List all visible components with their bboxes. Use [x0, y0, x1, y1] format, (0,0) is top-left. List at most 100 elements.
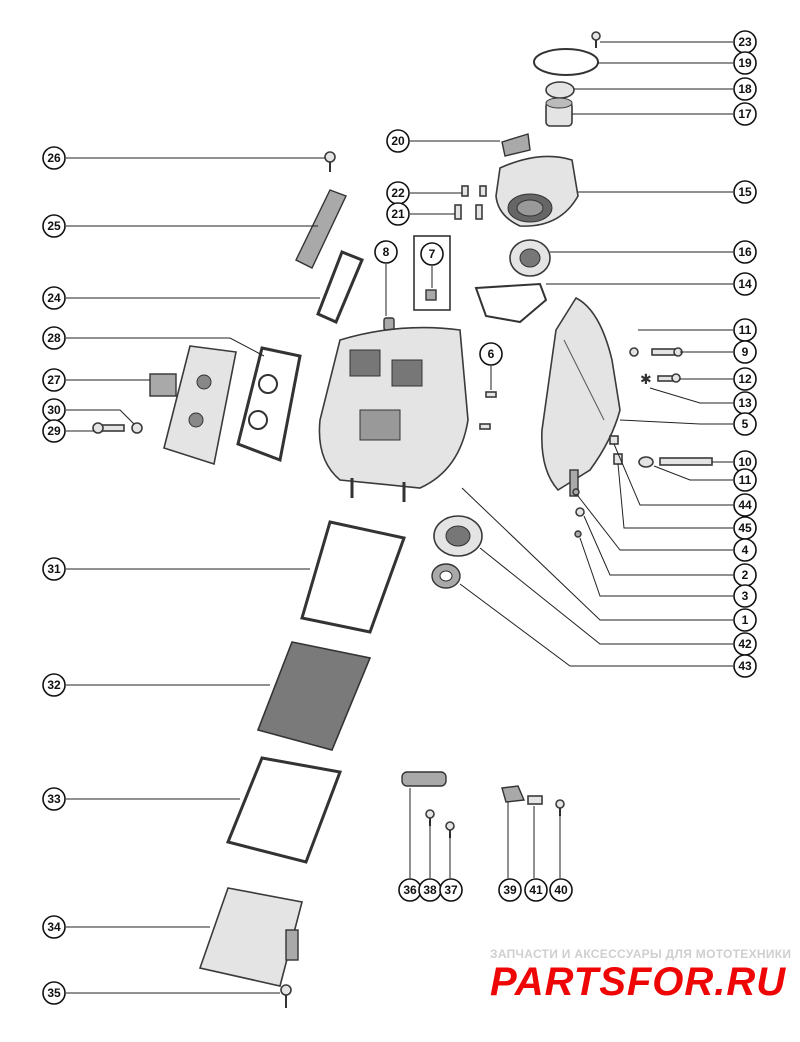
callout-2: 2 [733, 563, 757, 587]
svg-text:1: 1 [742, 613, 749, 627]
callout-44: 44 [733, 493, 757, 517]
svg-text:28: 28 [47, 331, 61, 345]
svg-text:31: 31 [47, 562, 61, 576]
svg-text:22: 22 [391, 186, 405, 200]
part-cover-25 [295, 189, 347, 269]
svg-text:11: 11 [739, 473, 752, 487]
callout-43: 43 [733, 654, 757, 678]
svg-text:41: 41 [529, 883, 543, 897]
part-cover-34 [198, 887, 303, 987]
callout-13: 13 [733, 391, 757, 415]
svg-text:18: 18 [738, 82, 752, 96]
part-screw-40 [555, 799, 565, 816]
callout-5: 5 [733, 412, 757, 436]
part-screw-23 [591, 31, 601, 48]
svg-text:45: 45 [738, 521, 752, 535]
svg-text:11: 11 [739, 323, 752, 337]
svg-text:9: 9 [742, 345, 749, 359]
callout-19: 19 [733, 51, 757, 75]
svg-text:32: 32 [47, 678, 61, 692]
callout-41: 41 [524, 878, 548, 902]
part-gasket-14 [474, 282, 548, 324]
part-screws-21-22 [454, 185, 487, 220]
part-2 [575, 507, 585, 517]
callout-25: 25 [42, 214, 66, 238]
callout-18: 18 [733, 77, 757, 101]
svg-text:25: 25 [47, 219, 61, 233]
part-fitting-8 [383, 317, 395, 331]
part-block-36 [401, 771, 447, 787]
callout-36: 36 [398, 878, 422, 902]
part-bushing-17 [545, 97, 573, 127]
callout-31: 31 [42, 557, 66, 581]
svg-text:10: 10 [738, 455, 752, 469]
callout-39: 39 [498, 878, 522, 902]
callout-40: 40 [549, 878, 573, 902]
svg-text:44: 44 [738, 498, 752, 512]
part-plate-32 [256, 641, 372, 751]
callout-30: 30 [42, 398, 66, 422]
callout-3: 3 [733, 584, 757, 608]
part-lockwasher-13: ✱ [640, 371, 652, 387]
callout-32: 32 [42, 673, 66, 697]
svg-text:13: 13 [738, 396, 752, 410]
callout-21: 21 [386, 202, 410, 226]
svg-text:42: 42 [738, 637, 752, 651]
svg-text:15: 15 [738, 185, 752, 199]
callout-20: 20 [386, 129, 410, 153]
part-bolt-29 [92, 422, 125, 434]
part-nut-11a [629, 347, 639, 357]
callout-12: 12 [733, 367, 757, 391]
svg-text:38: 38 [423, 883, 437, 897]
callout-28: 28 [42, 326, 66, 350]
callout-42: 42 [733, 632, 757, 656]
part-bearing-42 [433, 515, 483, 557]
callout-10: 10 [733, 450, 757, 474]
svg-text:35: 35 [47, 986, 61, 1000]
callout-38: 38 [418, 878, 442, 902]
part-clip-41 [527, 795, 543, 805]
svg-text:34: 34 [47, 920, 61, 934]
svg-text:26: 26 [47, 151, 61, 165]
part-gasket-31 [300, 520, 406, 634]
callout-35: 35 [42, 981, 66, 1005]
part-screw-12 [657, 373, 681, 383]
svg-text:3: 3 [742, 589, 749, 603]
part-oring-19 [533, 48, 599, 76]
callout-4: 4 [733, 538, 757, 562]
part-bolt-10 [659, 457, 713, 466]
watermark-logo: PARTSFOR.RU [490, 960, 787, 1004]
part-housing-15 [495, 155, 579, 227]
part-gasket-28 [236, 346, 302, 463]
callout-22: 22 [386, 181, 410, 205]
part-cylinder-block [318, 326, 469, 502]
callout-11b: 11 [733, 468, 757, 492]
callout-8: 8 [374, 240, 398, 264]
callout-15: 15 [733, 180, 757, 204]
callout-labels: 23 19 18 17 15 16 14 11 9 12 13 5 10 11 … [42, 30, 757, 1005]
part-seal-43 [431, 563, 461, 589]
callout-23: 23 [733, 30, 757, 54]
svg-text:4: 4 [742, 543, 749, 557]
callout-33: 33 [42, 787, 66, 811]
part-pin-6 [479, 391, 497, 430]
callout-9: 9 [733, 340, 757, 364]
part-nut-11b [638, 456, 654, 468]
svg-text:23: 23 [738, 35, 752, 49]
svg-text:27: 27 [47, 373, 61, 387]
svg-text:21: 21 [391, 207, 405, 221]
svg-text:20: 20 [391, 134, 405, 148]
watermark-tagline: ЗАПЧАСТИ И АКСЕССУАРЫ ДЛЯ МОТОТЕХНИКИ [490, 947, 792, 961]
part-44 [609, 435, 619, 445]
svg-text:7: 7 [429, 247, 436, 261]
callout-16: 16 [733, 240, 757, 264]
svg-text:5: 5 [742, 417, 749, 431]
svg-text:6: 6 [488, 347, 495, 361]
svg-text:17: 17 [738, 107, 752, 121]
part-gasket-24 [316, 250, 364, 324]
part-ring-18 [545, 81, 575, 99]
part-bearing-16 [509, 239, 551, 277]
svg-text:30: 30 [47, 403, 61, 417]
part-plate-20 [501, 133, 531, 157]
